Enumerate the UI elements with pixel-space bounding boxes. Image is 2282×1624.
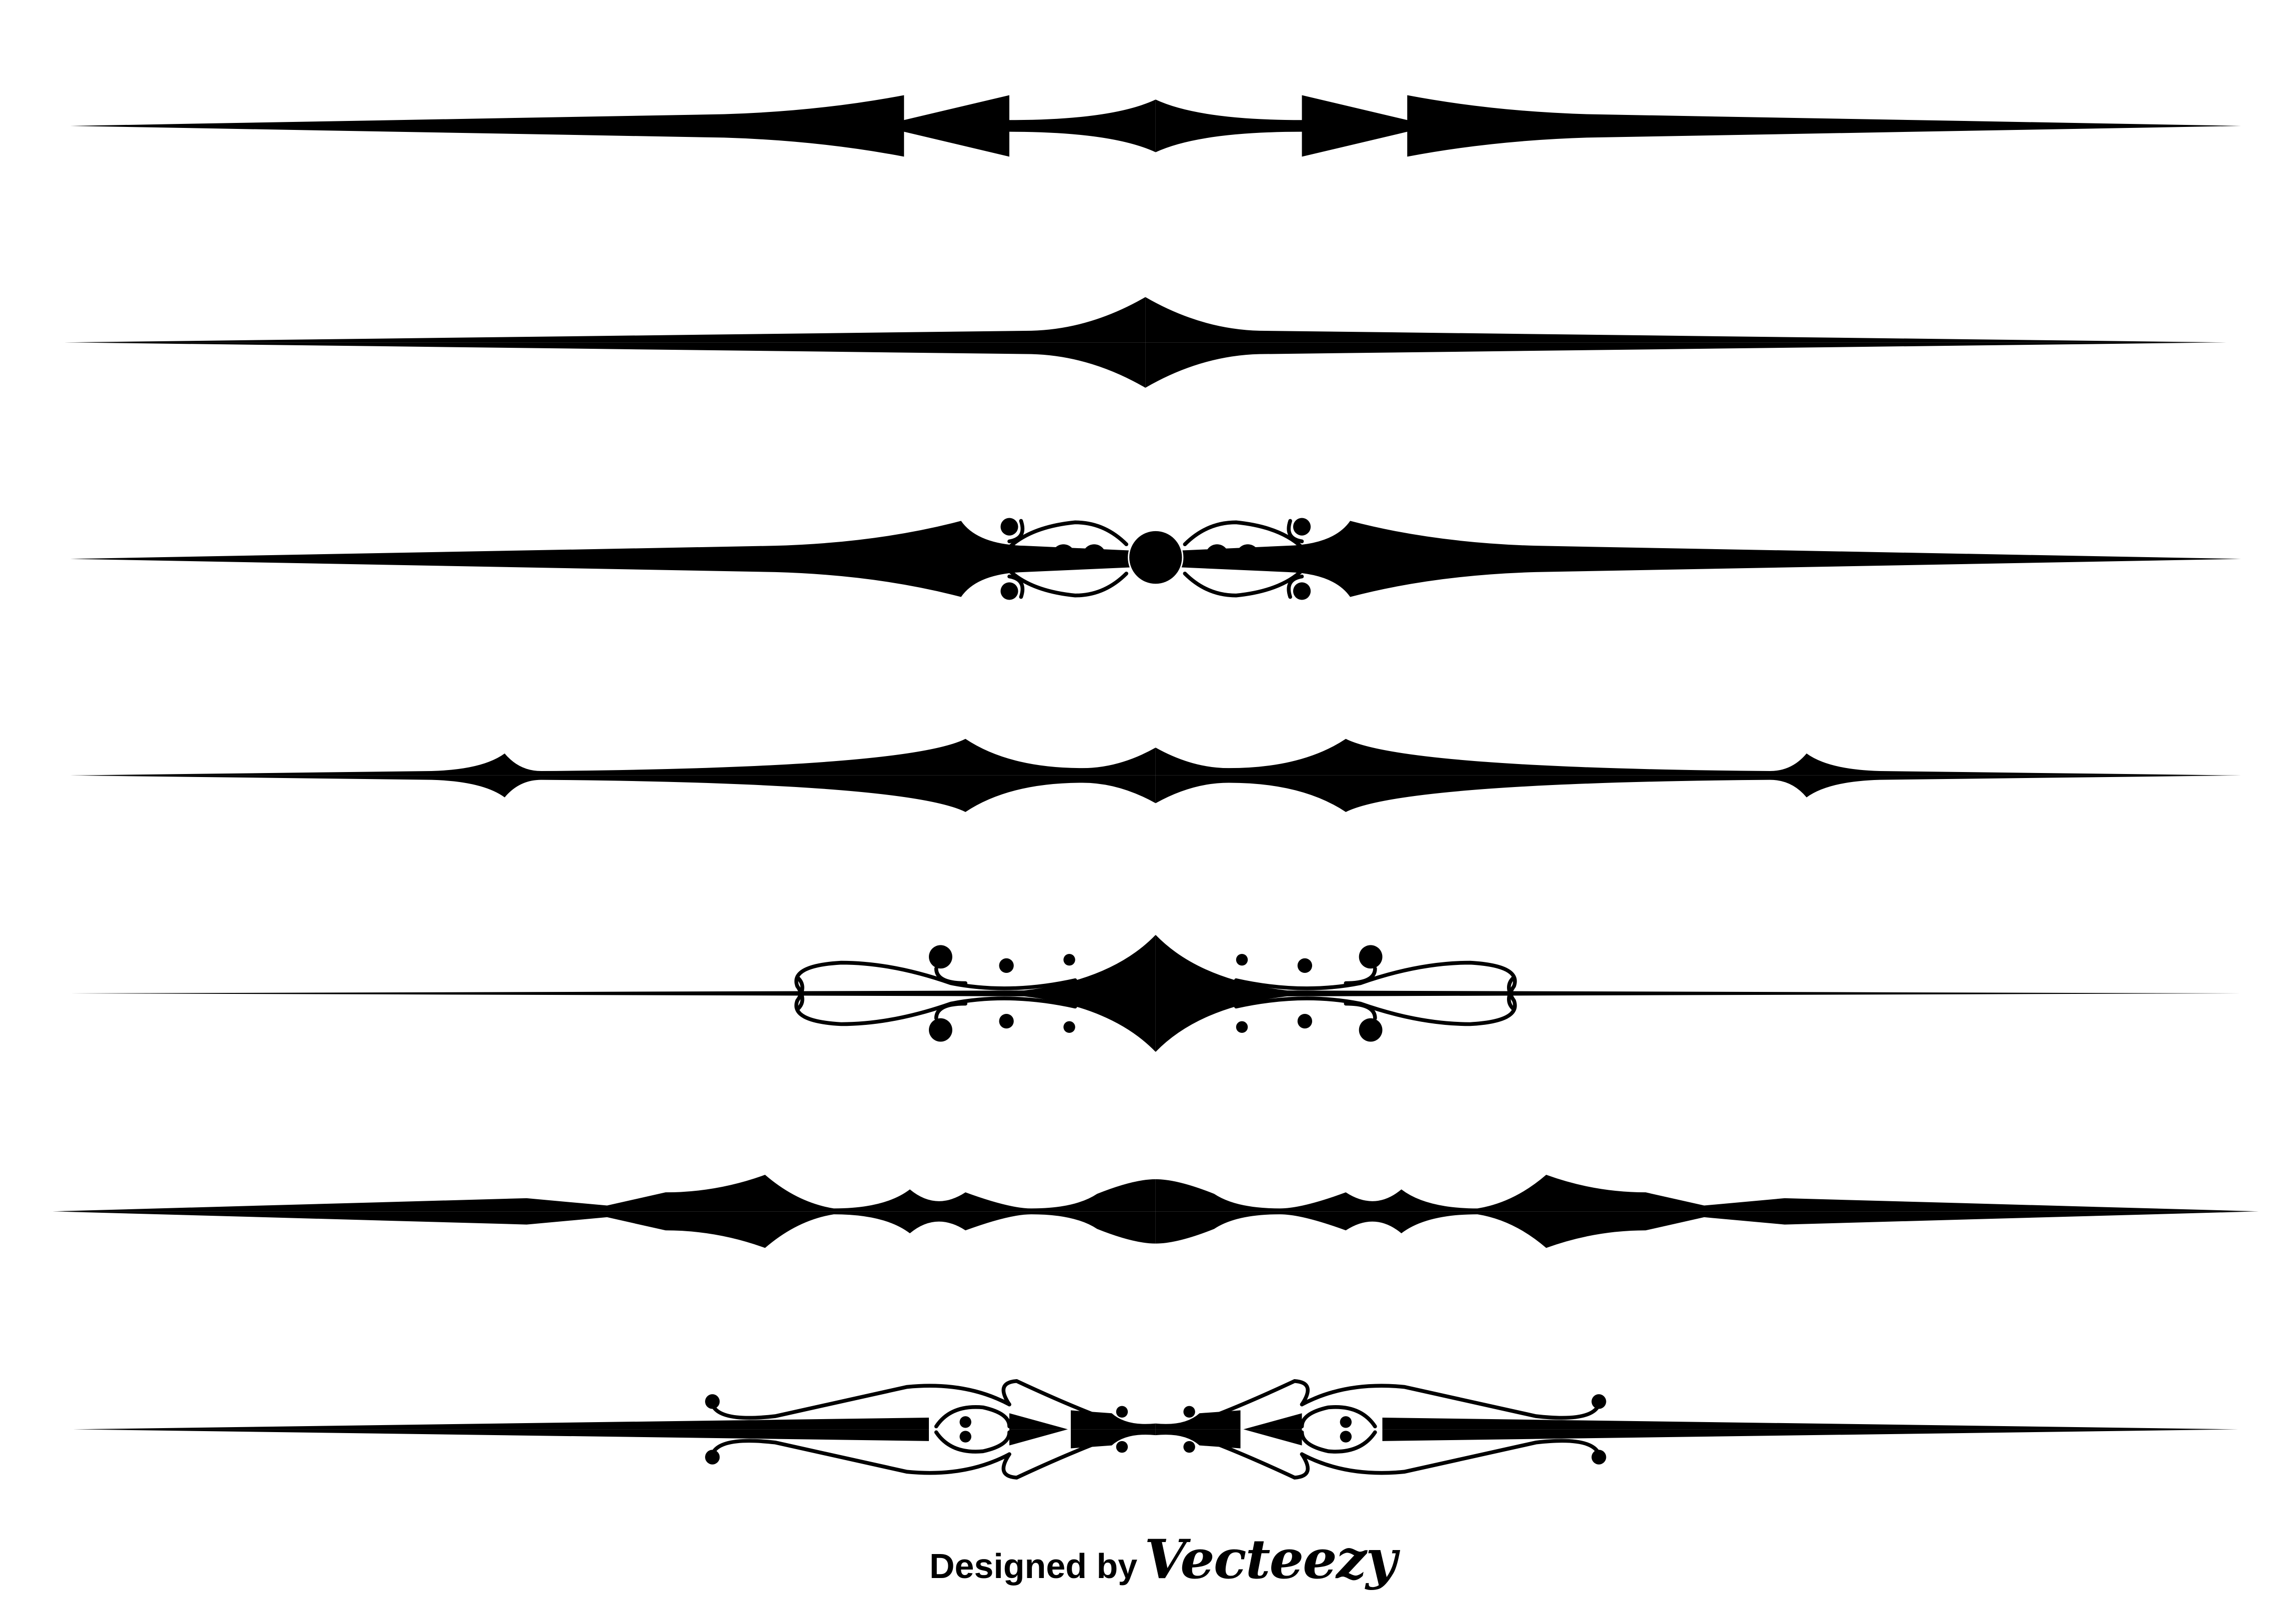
credit-prefix: Designed by — [929, 1547, 1138, 1586]
flourish-diamond-divider — [70, 935, 2242, 1052]
arrow-flourish-divider — [73, 1381, 2238, 1478]
scroll-dot-divider — [70, 518, 2242, 600]
brand-logo: Vecteezy — [1144, 1528, 1397, 1591]
wavy-divider — [52, 1175, 2259, 1248]
scalloped-divider — [70, 739, 2242, 812]
arrow-divider — [70, 95, 2242, 157]
diamond-divider — [64, 297, 2227, 388]
